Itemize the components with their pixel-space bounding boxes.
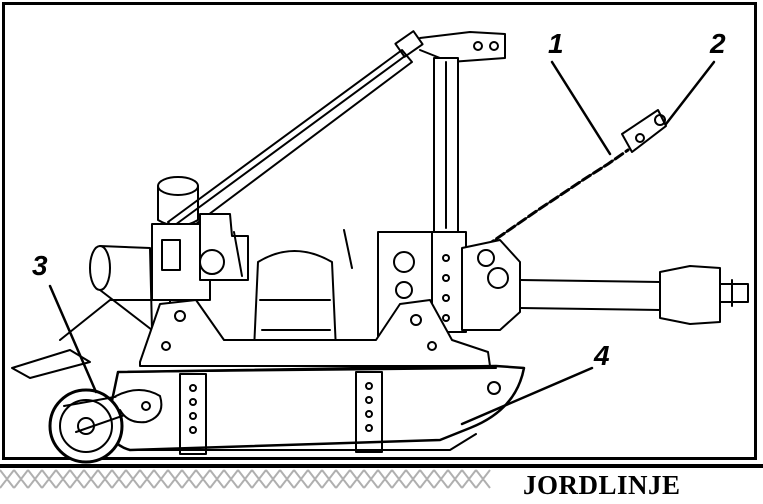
hydraulic-tank — [151, 176, 249, 301]
chain-bracket — [621, 109, 667, 153]
lift-mast — [427, 57, 467, 333]
leader-lines — [48, 60, 716, 426]
callout-1: 1 — [548, 28, 564, 59]
chain — [484, 148, 630, 248]
callout-2: 2 — [710, 28, 726, 59]
cutter-deck — [106, 364, 526, 455]
callout-3: 3 — [32, 250, 48, 281]
drag-rod — [11, 349, 91, 379]
gauge-housing — [59, 245, 171, 351]
ground-hatch — [0, 469, 491, 489]
callout-4: 4 — [594, 340, 610, 371]
ground-line-label: JORDLINJE — [523, 470, 681, 500]
diagram-frame — [2, 2, 757, 460]
drive-shaft — [461, 239, 749, 331]
support-wheel — [48, 388, 163, 464]
